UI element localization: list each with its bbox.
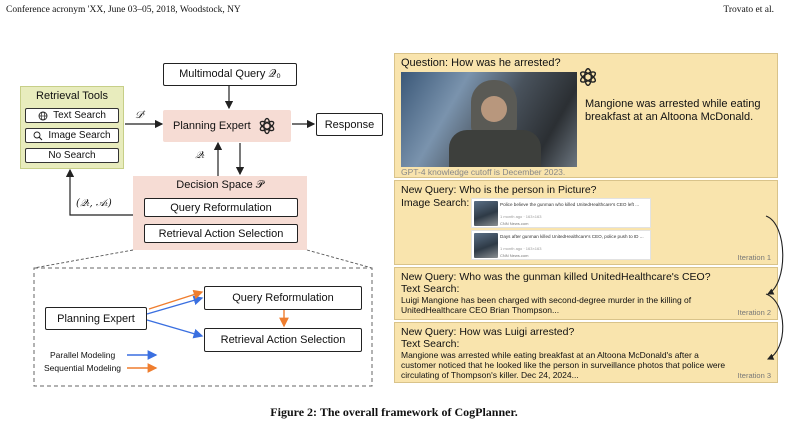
question-panel: Question: How was he arrested? Mangione …	[394, 53, 778, 178]
result-1-thumbnail	[474, 201, 498, 226]
planning-expert-label: Planning Expert	[173, 120, 251, 132]
iteration-3-label: Iteration 3	[737, 371, 771, 380]
answer-text: Mangione was arrested while eating break…	[585, 98, 761, 123]
iteration-2-label: Iteration 2	[737, 308, 771, 317]
result-2-meta: 1 month ago · 163×163	[500, 246, 542, 251]
result-2-source: CNN News.com	[500, 253, 529, 258]
legend-sequential: Sequential Modeling	[44, 363, 122, 373]
decision-retrieval-action: Retrieval Action Selection	[144, 224, 298, 243]
knowledge-cutoff-note: GPT-4 knowledge cutoff is December 2023.	[401, 167, 566, 177]
surveillance-photo	[401, 72, 577, 167]
multimodal-query-box: Multimodal Query 𝒬₀	[163, 63, 297, 86]
photo-face	[481, 96, 507, 122]
text-search-tool: Text Search	[25, 108, 119, 123]
decision-space-panel: Decision Space 𝒫 Query Reformulation Ret…	[133, 176, 307, 250]
iteration-2-panel: New Query: Who was the gunman killed Uni…	[394, 267, 778, 320]
response-box: Response	[316, 113, 383, 136]
iteration-1-search-label: Image Search:	[401, 197, 470, 209]
image-search-label: Image Search	[48, 130, 111, 141]
decision-space-title: Decision Space 𝒫	[176, 179, 264, 191]
iteration-3-result-text: Mangione was arrested while eating break…	[401, 350, 726, 380]
running-header-left: Conference acronym 'XX, June 03–05, 2018…	[6, 5, 241, 15]
result-1-source: CNN News.com	[500, 221, 529, 226]
openai-logo-icon	[579, 68, 597, 86]
globe-icon	[38, 111, 48, 120]
q-a-label: (𝒬ₜ, 𝒜ₜ)	[76, 198, 112, 209]
image-search-tool: Image Search	[25, 128, 119, 143]
running-header-right: Trovato et al.	[723, 5, 774, 15]
iteration-connectors	[765, 215, 784, 360]
iteration-3-search-label: Text Search:	[401, 338, 460, 350]
figure-caption: Figure 2: The overall framework of CogPl…	[270, 405, 518, 419]
magnifier-icon	[33, 131, 43, 140]
detail-query-reformulation-box: Query Reformulation	[204, 286, 362, 310]
iteration-1-label: Iteration 1	[737, 253, 771, 262]
iteration-2-result-text: Luigi Mangione has been charged with sec…	[401, 295, 692, 315]
result-1-title: Police believe the gunman who killed Uni…	[500, 202, 640, 207]
result-2-thumbnail	[474, 233, 498, 258]
openai-logo-icon	[259, 117, 274, 135]
image-result-2: Days after gunman killed UnitedHealthcar…	[471, 230, 651, 260]
no-search-label: No Search	[48, 150, 96, 161]
iteration-2-search-label: Text Search:	[401, 283, 460, 295]
iteration-3-panel: New Query: How was Luigi arrested? Text …	[394, 322, 778, 383]
iteration-1-panel: New Query: Who is the person in Picture?…	[394, 180, 778, 265]
text-search-label: Text Search	[53, 110, 106, 121]
question-text: Question: How was he arrested?	[401, 57, 561, 69]
iteration-1-query: New Query: Who is the person in Picture?	[401, 184, 597, 196]
q-t-label: 𝒬ₜ	[195, 150, 205, 161]
planning-expert-box: Planning Expert	[163, 110, 291, 142]
diagram-arrows	[33, 86, 373, 387]
iteration-3-query: New Query: How was Luigi arrested?	[401, 326, 575, 338]
legend-parallel: Parallel Modeling	[50, 350, 116, 360]
result-2-title: Days after gunman killed UnitedHealthcar…	[500, 234, 644, 239]
decision-query-reformulation: Query Reformulation	[144, 198, 298, 217]
detail-retrieval-action-box: Retrieval Action Selection	[204, 328, 362, 352]
retrieval-tools-title: Retrieval Tools	[36, 90, 108, 102]
no-search-tool: No Search	[25, 148, 119, 163]
photo-body	[449, 130, 541, 167]
d-t-label: 𝒟ᵗ	[135, 110, 146, 121]
iteration-2-query: New Query: Who was the gunman killed Uni…	[401, 271, 711, 283]
retrieval-tools-panel: Retrieval Tools Text Search Image Search…	[20, 86, 124, 169]
result-1-meta: 1 month ago · 163×163	[500, 214, 542, 219]
image-result-1: Police believe the gunman who killed Uni…	[471, 198, 651, 228]
detail-planning-expert-box: Planning Expert	[45, 307, 147, 330]
